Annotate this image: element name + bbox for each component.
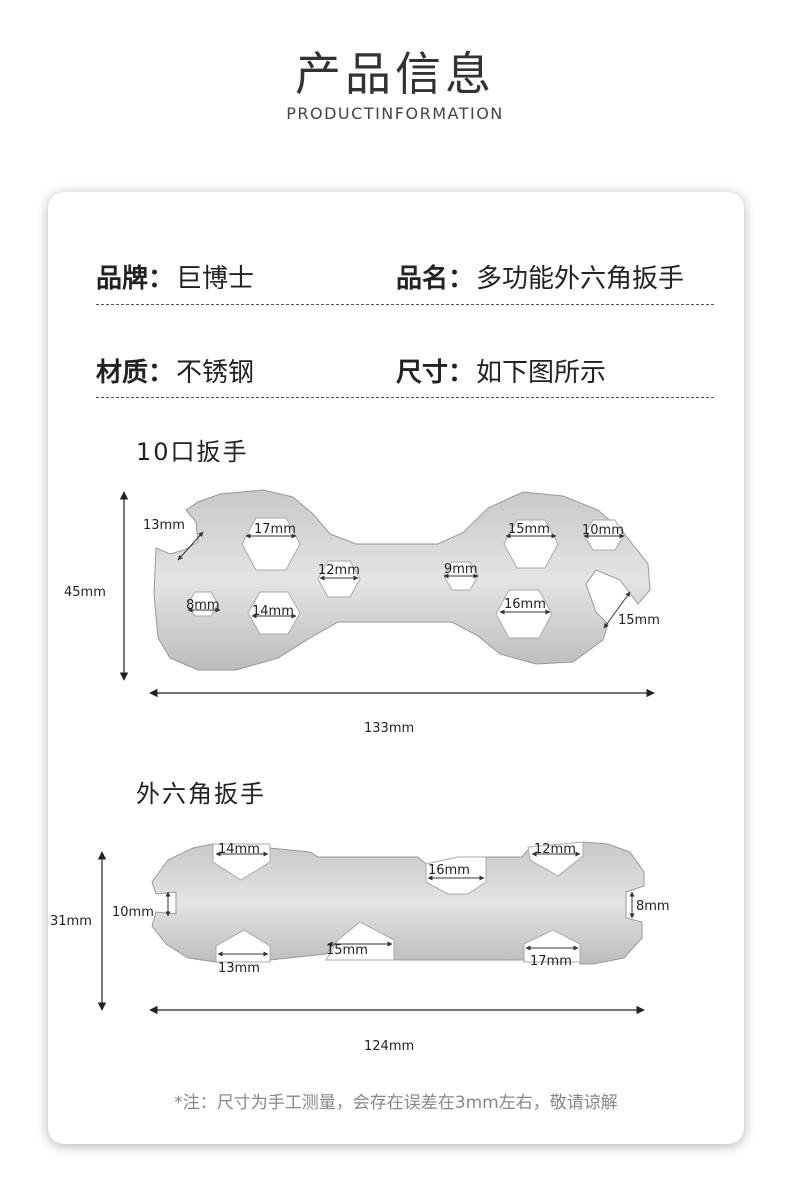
w1-hole-14 bbox=[247, 591, 301, 635]
w1-hole-15 bbox=[503, 519, 559, 569]
product-name-row: 品名：多功能外六角扳手 bbox=[396, 258, 684, 295]
w2-label-17: 17mm bbox=[530, 954, 572, 969]
size-value: 如下图所示 bbox=[476, 358, 607, 388]
w1-height: 45mm bbox=[64, 585, 106, 600]
material-key: 材质： bbox=[96, 358, 175, 388]
w1-label-15a: 15mm bbox=[508, 522, 550, 537]
measurement-note: *注：尺寸为手工测量，会存在误差在3mm左右，敬请谅解 bbox=[174, 1093, 618, 1113]
info-card: 品牌：巨博士 品名：多功能外六角扳手 材质：不锈钢 尺寸：如下图所示 10口扳手… bbox=[48, 192, 744, 1144]
w2-label-16: 16mm bbox=[428, 863, 470, 878]
w2-height: 31mm bbox=[50, 914, 92, 929]
wrench1-diagram: 13mm 17mm 12mm 9mm 15mm 10mm 8mm 14mm 16… bbox=[64, 489, 660, 736]
wrench2-diagram: 14mm 16mm 12mm 10mm 8mm 15mm 13mm 17mm 3… bbox=[50, 841, 670, 1054]
divider-2 bbox=[96, 397, 714, 398]
w2-label-8: 8mm bbox=[636, 899, 670, 914]
material-row: 材质：不锈钢 bbox=[96, 352, 254, 389]
wrench1-title: 10口扳手 bbox=[136, 438, 249, 466]
w1-width: 133mm bbox=[364, 721, 414, 736]
divider-1 bbox=[96, 304, 714, 305]
w1-hole-17 bbox=[241, 517, 301, 571]
w1-label-17: 17mm bbox=[254, 522, 296, 537]
w1-label-15b: 15mm bbox=[618, 613, 660, 628]
w2-width: 124mm bbox=[364, 1039, 414, 1054]
brand-key: 品牌： bbox=[96, 264, 175, 294]
w2-label-12: 12mm bbox=[534, 842, 576, 857]
wrench-diagrams: 13mm 17mm 12mm 9mm 15mm 10mm 8mm 14mm 16… bbox=[50, 489, 670, 1054]
w1-label-10: 10mm bbox=[582, 523, 624, 538]
wrench1-body bbox=[153, 489, 651, 671]
w1-label-16: 16mm bbox=[504, 597, 546, 612]
page-title: 产品信息 bbox=[295, 47, 495, 101]
w1-label-8: 8mm bbox=[186, 598, 220, 613]
page-subtitle: PRODUCTINFORMATION bbox=[286, 104, 504, 123]
product-name-key: 品名： bbox=[396, 264, 475, 294]
w2-label-10: 10mm bbox=[112, 905, 154, 920]
size-key: 尺寸： bbox=[396, 358, 475, 388]
w2-notch-12 bbox=[527, 841, 584, 877]
brand-row: 品牌：巨博士 bbox=[96, 258, 254, 295]
material-value: 不锈钢 bbox=[176, 358, 255, 388]
w1-label-13: 13mm bbox=[143, 518, 185, 533]
wrench2-title: 外六角扳手 bbox=[136, 780, 266, 808]
w2-label-13: 13mm bbox=[218, 961, 260, 976]
w2-label-14: 14mm bbox=[218, 842, 260, 857]
product-name-value: 多功能外六角扳手 bbox=[476, 264, 685, 294]
w1-label-9: 9mm bbox=[444, 562, 478, 577]
size-row: 尺寸：如下图所示 bbox=[396, 352, 606, 389]
w2-label-15: 15mm bbox=[326, 943, 368, 958]
w1-label-12: 12mm bbox=[318, 563, 360, 578]
brand-value: 巨博士 bbox=[176, 264, 255, 294]
w1-label-14: 14mm bbox=[252, 604, 294, 619]
wrench2-body bbox=[151, 841, 645, 965]
